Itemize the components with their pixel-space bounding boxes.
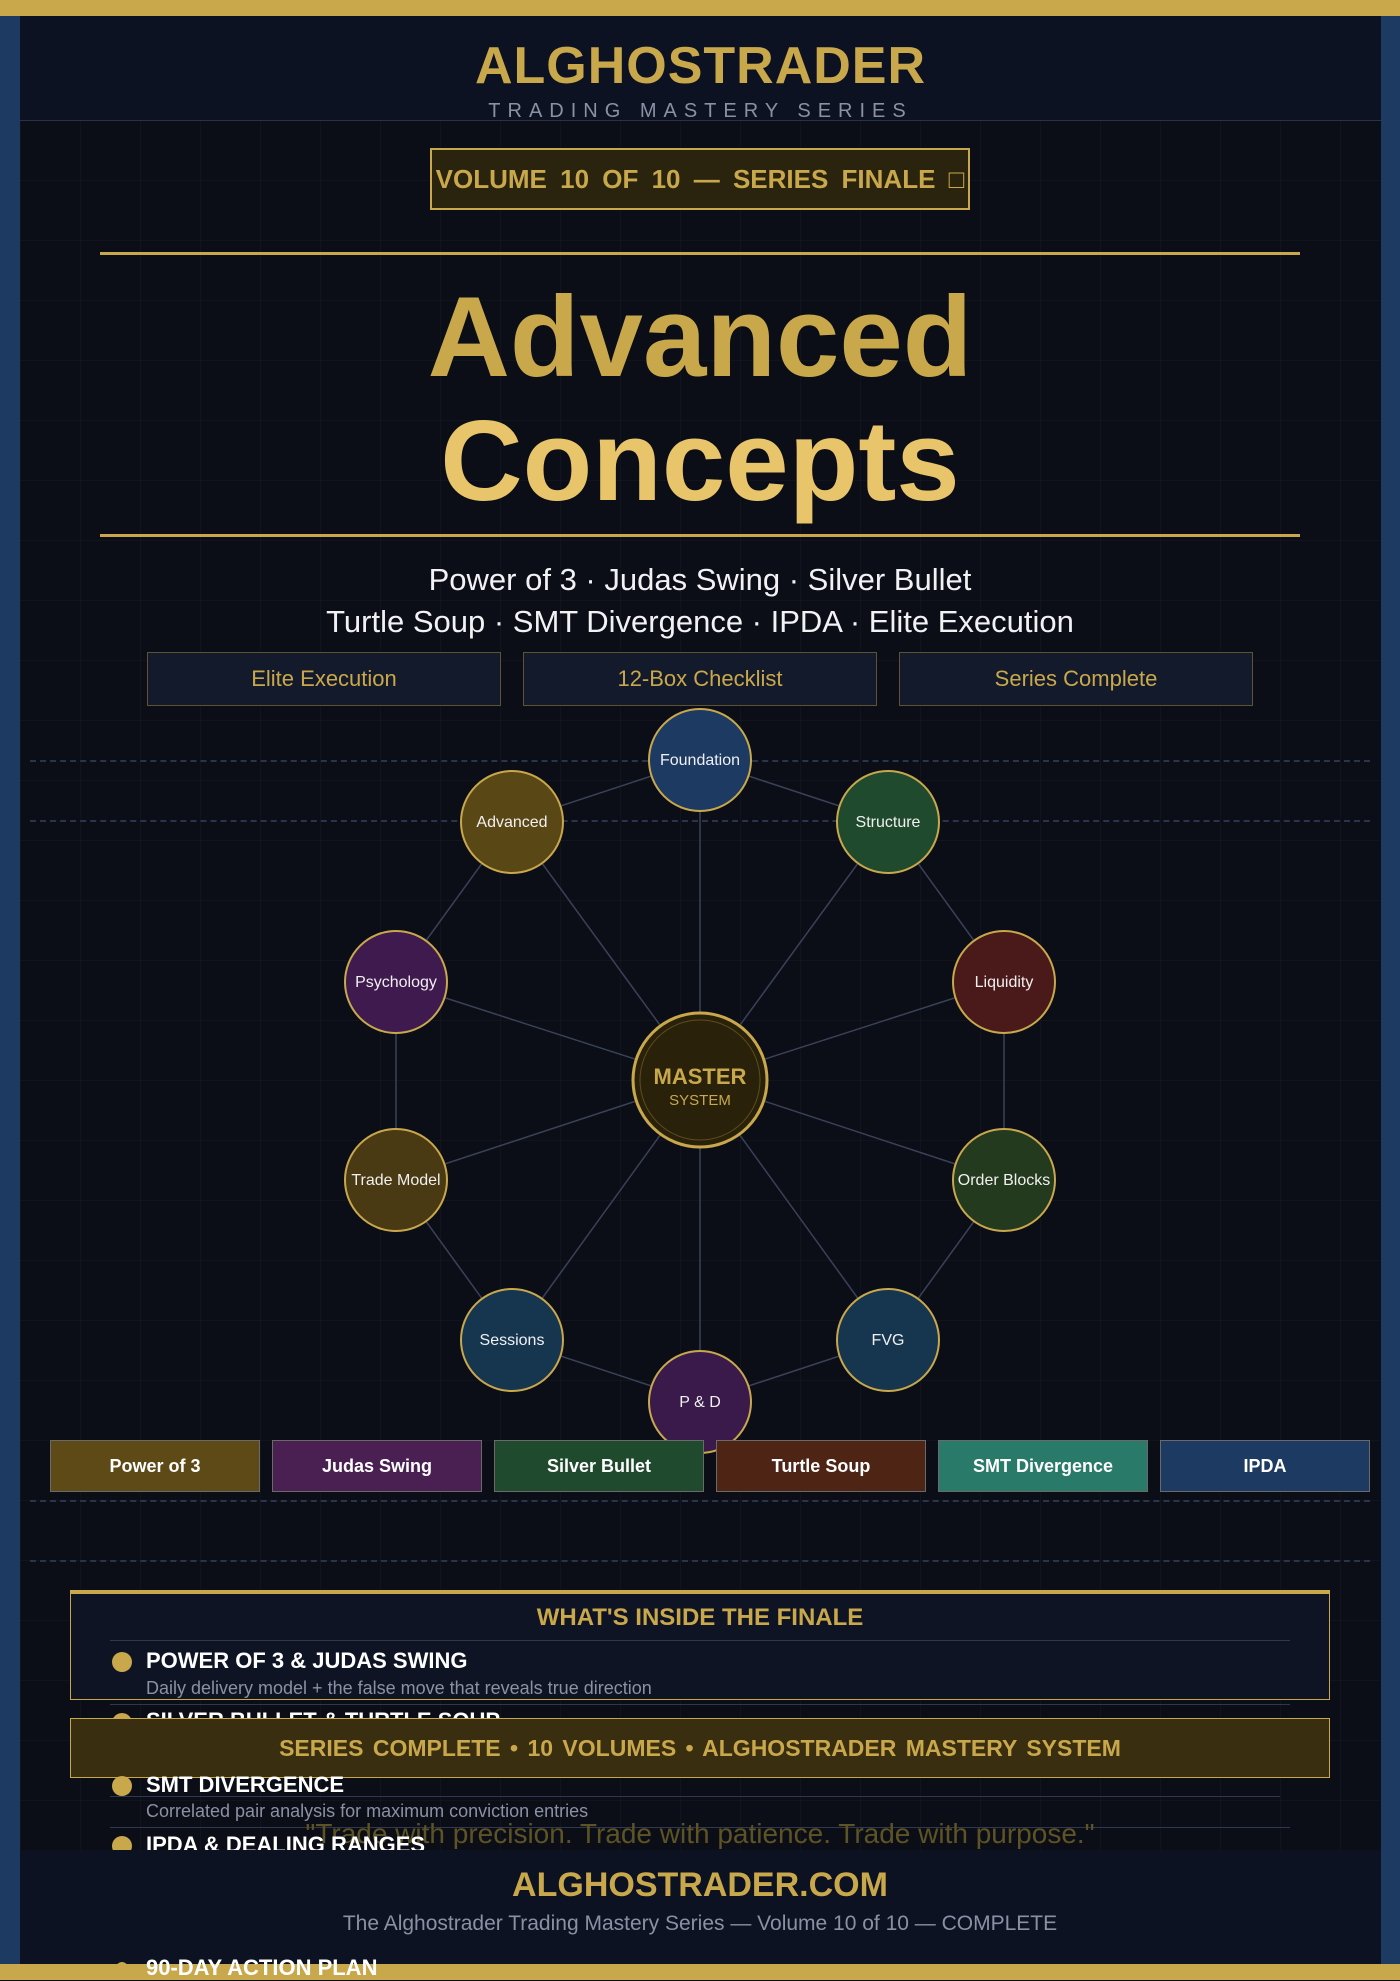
concept-tag: SMT Divergence — [938, 1440, 1148, 1492]
center-node: MASTER SYSTEM — [631, 1011, 769, 1149]
left-border — [0, 16, 20, 1964]
concept-tag: Silver Bullet — [494, 1440, 704, 1492]
diagram-node: Structure — [836, 770, 940, 874]
panel-divider — [110, 1796, 1280, 1797]
diagram-node: FVG — [836, 1288, 940, 1392]
diagram-node-circle — [952, 1128, 1056, 1232]
center-node-title: MASTER — [654, 1064, 747, 1089]
subtitle-line-2: Turtle Soup · SMT Divergence · IPDA · El… — [326, 604, 1074, 639]
diagram-node: Trade Model — [344, 1128, 448, 1232]
header: ALGHOSTRADER TRADING MASTERY SERIES — [20, 16, 1381, 122]
series-complete-banner: SERIES COMPLETE • 10 VOLUMES • ALGHOSTRA… — [70, 1718, 1330, 1778]
finale-item-heading: POWER OF 3 & JUDAS SWING — [146, 1648, 468, 1673]
footer-line: The Alghostrader Trading Mastery Series … — [342, 1912, 1058, 1935]
chip-checklist: 12-Box Checklist — [523, 652, 877, 706]
finale-item-desc: Correlated pair analysis for maximum con… — [146, 1801, 589, 1821]
panel-divider — [110, 1704, 1290, 1705]
diagram-node: Foundation — [648, 708, 752, 812]
center-node-subtitle: SYSTEM — [669, 1092, 731, 1109]
finale-item-heading: 90-DAY ACTION PLAN — [146, 1955, 378, 1980]
diagram-node-label: Order Blocks — [958, 1172, 1050, 1189]
top-gold-bar — [0, 0, 1400, 16]
diagram-node-circle — [344, 1128, 448, 1232]
diagram-node-label: Structure — [856, 814, 921, 831]
bottom-gold-bar — [0, 1964, 1400, 1980]
diagram-node: Psychology — [344, 930, 448, 1034]
diagram-node-label: Liquidity — [975, 974, 1034, 991]
finale-item-desc: Daily delivery model + the false move th… — [146, 1678, 652, 1698]
diagram-node: Liquidity — [952, 930, 1056, 1034]
footer — [20, 1850, 1381, 1964]
diagram-node: Sessions — [460, 1288, 564, 1392]
concept-tag: Power of 3 — [50, 1440, 260, 1492]
brand-title: ALGHOSTRADER — [474, 37, 927, 95]
title-line-1: Advanced — [427, 274, 973, 401]
diagram-node-circle — [836, 770, 940, 874]
diagram-node-circle — [648, 708, 752, 812]
bullet-icon — [116, 1962, 128, 1974]
bullet-icon — [112, 1776, 132, 1796]
finale-item-heading: SMT DIVERGENCE — [146, 1772, 345, 1797]
chip-elite-execution: Elite Execution — [147, 652, 501, 706]
diagram-node-label: Psychology — [355, 974, 437, 991]
diagram-node-circle — [460, 770, 564, 874]
dashed-divider — [30, 1500, 1370, 1502]
concept-tag: Turtle Soup — [716, 1440, 926, 1492]
footer-site-link[interactable]: ALGHOSTRADER.COM — [512, 1866, 888, 1904]
subtitle-line-1: Power of 3 · Judas Swing · Silver Bullet — [428, 562, 972, 597]
diagram-node-label: P & D — [679, 1394, 721, 1411]
title-rule-top — [100, 252, 1300, 255]
diagram-node: Advanced — [460, 770, 564, 874]
right-border — [1381, 16, 1400, 1964]
diagram-node: P & D — [648, 1350, 752, 1454]
concept-tag: IPDA — [1160, 1440, 1370, 1492]
chip-series-complete: Series Complete — [899, 652, 1253, 706]
diagram-node-label: Sessions — [480, 1332, 545, 1349]
diagram-node-label: Foundation — [660, 752, 740, 769]
diagram-node-circle — [460, 1288, 564, 1392]
finale-title: WHAT'S INSIDE THE FINALE — [536, 1604, 864, 1631]
panel-divider — [110, 1640, 1290, 1641]
diagram-node-label: Trade Model — [351, 1172, 440, 1189]
title-line-2: Concepts — [440, 398, 960, 525]
diagram-node-label: Advanced — [476, 814, 547, 831]
quote: "Trade with precision. Trade with patien… — [305, 1818, 1095, 1849]
diagram-node-circle — [344, 930, 448, 1034]
diagram-node: Order Blocks — [952, 1128, 1056, 1232]
dashed-divider — [30, 1560, 1370, 1562]
diagram-node-label: FVG — [872, 1332, 905, 1349]
diagram-node-circle — [952, 930, 1056, 1034]
bullet-icon — [112, 1652, 132, 1672]
volume-badge: VOLUME 10 OF 10 — SERIES FINALE □ — [430, 148, 970, 210]
concept-tag: Judas Swing — [272, 1440, 482, 1492]
series-subtitle: TRADING MASTERY SERIES — [488, 100, 913, 122]
finale-panel — [70, 1590, 1330, 1700]
title-rule-bottom — [100, 534, 1300, 537]
diagram-node-circle — [836, 1288, 940, 1392]
panel-divider — [110, 1827, 1290, 1828]
